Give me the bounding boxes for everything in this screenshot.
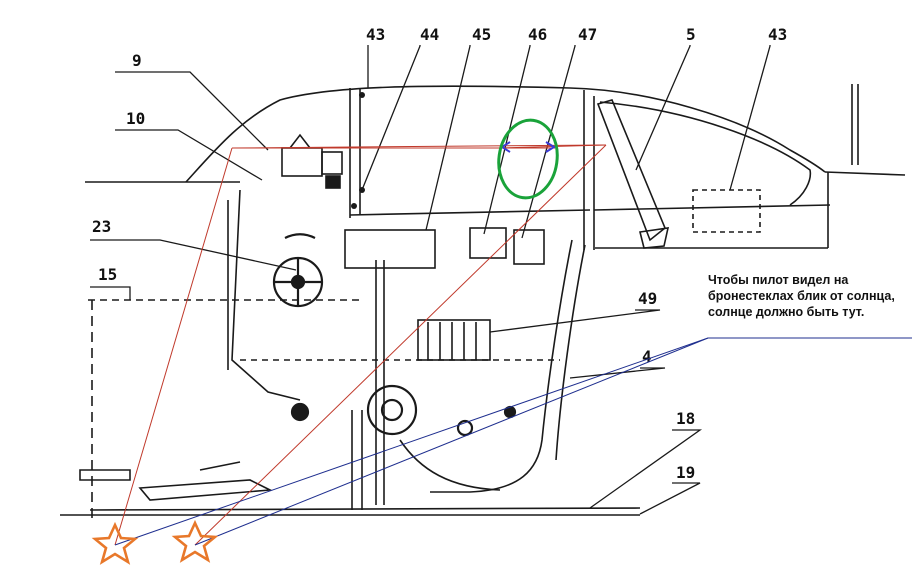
airframe-outline [60, 84, 906, 520]
callout-49: 49 [638, 289, 657, 308]
control-wheel [272, 233, 324, 308]
fittings [351, 92, 365, 209]
gunsight [281, 133, 343, 189]
callout-45: 45 [472, 25, 491, 44]
callout-18: 18 [676, 409, 695, 428]
callout-47: 47 [578, 25, 597, 44]
armor-glass-highlight-ellipse [497, 118, 559, 200]
callout-5: 5 [686, 25, 696, 44]
callout-4: 4 [642, 347, 652, 366]
callout-43-right: 43 [768, 25, 787, 44]
sun-position-annotation: Чтобы пилот видел на бронестеклах блик о… [708, 273, 895, 319]
callout-46: 46 [528, 25, 547, 44]
callout-43-left: 43 [366, 25, 385, 44]
callout-10: 10 [126, 109, 145, 128]
callout-44: 44 [420, 25, 439, 44]
star-icon [171, 519, 219, 563]
callout-9: 9 [132, 51, 142, 70]
callout-15: 15 [98, 265, 117, 284]
blue-sun-rays [114, 337, 912, 546]
trim-wheel [290, 384, 517, 437]
callout-19: 19 [676, 463, 695, 482]
star-icon [91, 521, 139, 565]
callout-23: 23 [92, 217, 111, 236]
callout-leaders [90, 45, 771, 515]
